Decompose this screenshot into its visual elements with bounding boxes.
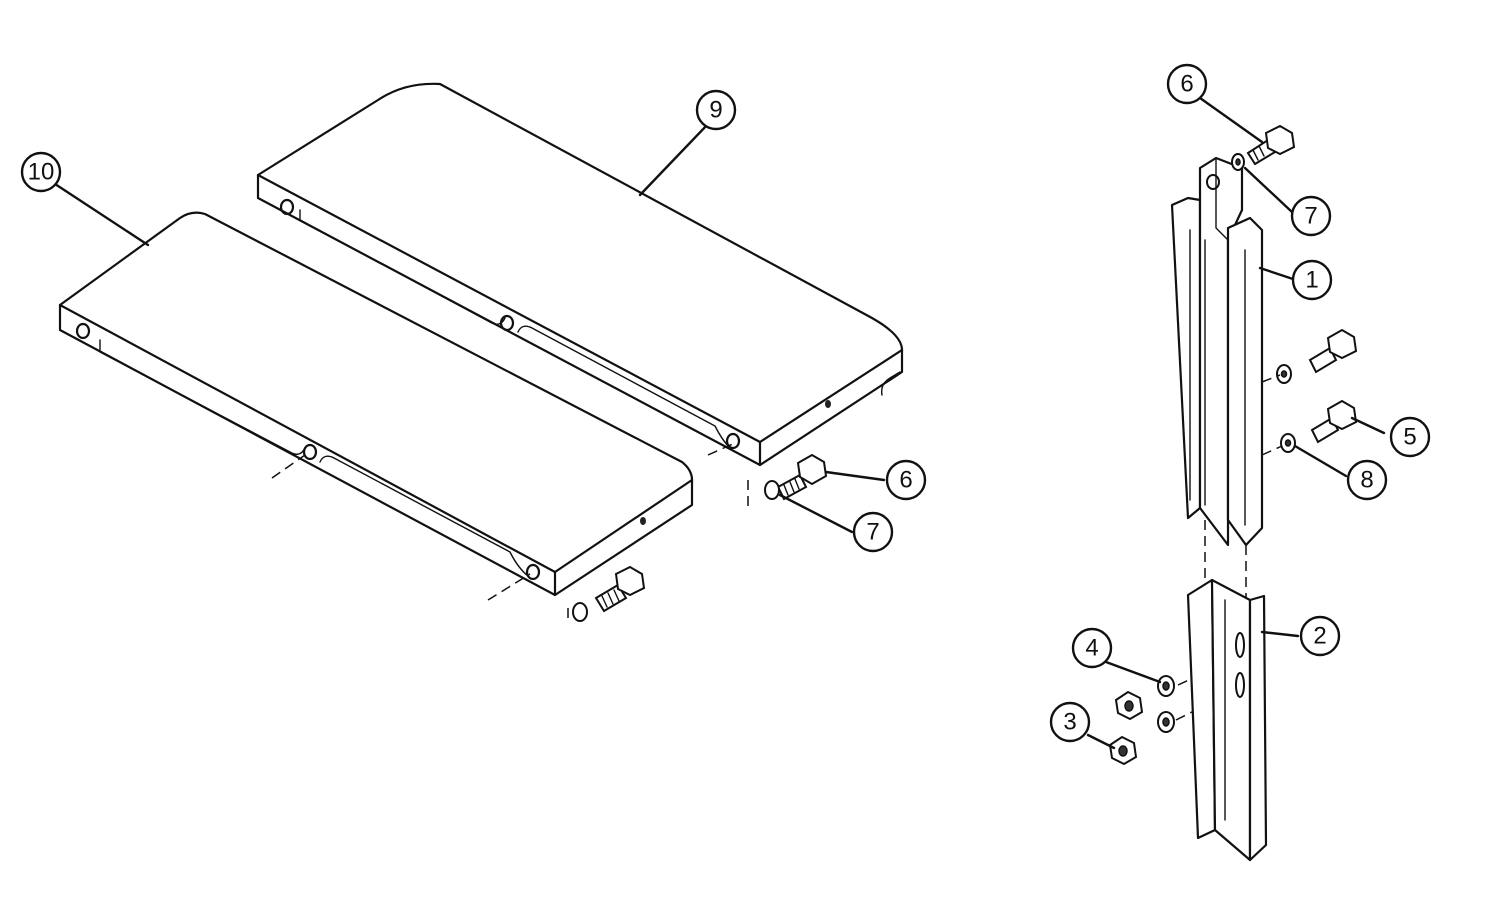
- washer-8: [1280, 433, 1296, 453]
- nut-3: [1108, 735, 1138, 766]
- nut-3-upper: [1114, 690, 1144, 721]
- bolt-table-10: [594, 565, 646, 613]
- leader-lines: [50, 96, 1386, 750]
- bolt-6-table-9: [776, 453, 828, 501]
- washer-4: [1157, 675, 1175, 697]
- alignment-lines-left: [271, 442, 749, 618]
- callout-10-label: 10: [28, 159, 55, 186]
- callout-2-label: 2: [1313, 623, 1326, 650]
- callout-5: 5: [1389, 416, 1431, 458]
- callout-4: 4: [1071, 627, 1113, 669]
- callout-5-label: 5: [1403, 424, 1416, 451]
- table-extension-10: [58, 211, 694, 597]
- callout-6-leg: 6: [1166, 63, 1208, 105]
- callout-8-label: 8: [1360, 467, 1373, 494]
- callout-4-label: 4: [1085, 635, 1098, 662]
- leg-upper-1: [1170, 156, 1264, 547]
- callout-7-table-label: 7: [866, 519, 879, 546]
- callout-2: 2: [1299, 615, 1341, 657]
- callout-6-leg-label: 6: [1180, 71, 1193, 98]
- bolt-5: [1310, 399, 1358, 444]
- callout-3-label: 3: [1063, 709, 1076, 736]
- callout-9-label: 9: [709, 97, 722, 124]
- lock-washer-table-10: [572, 602, 588, 622]
- callout-1-label: 1: [1305, 267, 1318, 294]
- callout-6-table-label: 6: [899, 467, 912, 494]
- callout-9: 9: [695, 89, 737, 131]
- washer-4-lower: [1157, 711, 1175, 733]
- callout-10: 10: [20, 151, 62, 193]
- callout-3: 3: [1049, 701, 1091, 743]
- callout-6-table: 6: [885, 459, 927, 501]
- leg-lower-2: [1186, 578, 1268, 862]
- lock-washer-7-table-9: [764, 480, 780, 500]
- callout-1: 1: [1291, 259, 1333, 301]
- callout-8: 8: [1346, 459, 1388, 501]
- table-extension-9: [256, 82, 904, 467]
- bolt-6-leg: [1246, 124, 1296, 166]
- callout-7-leg: 7: [1290, 195, 1332, 237]
- callout-7-leg-label: 7: [1304, 203, 1317, 230]
- washer-upper: [1276, 364, 1292, 384]
- callout-7-table: 7: [852, 511, 894, 553]
- washer-7-leg: [1231, 153, 1245, 171]
- bolt-5-upper: [1308, 328, 1358, 374]
